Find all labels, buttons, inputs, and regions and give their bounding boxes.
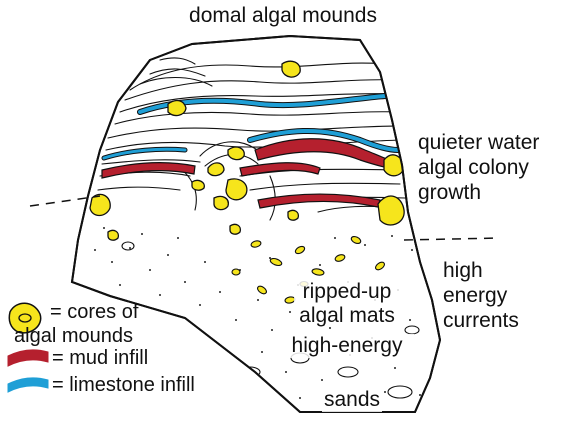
legend-limestone-label: = limestone infill (52, 374, 195, 396)
legend-mud-label: = mud infill (52, 347, 148, 369)
legend-cores-line-1: = cores of (50, 301, 139, 323)
label-high-energy-currents-2: energy (443, 284, 508, 307)
legend: = cores of algal mounds = mud infill = l… (8, 301, 195, 396)
label-sands: sands (324, 388, 380, 411)
label-ripped-up-2: algal mats (299, 304, 395, 327)
label-quieter-water-1: quieter water (418, 131, 539, 154)
label-high-energy: high-energy (292, 334, 403, 357)
label-quieter-water-2: algal colony (418, 156, 529, 179)
label-quieter-water-3: growth (418, 181, 481, 204)
label-ripped-up-1: ripped-up (303, 280, 392, 303)
water-level-dashed-line-right (404, 238, 500, 240)
legend-cores-line-2: algal mounds (14, 325, 133, 347)
legend-limestone-swatch (8, 378, 48, 392)
label-high-energy-currents-3: currents (443, 309, 519, 332)
label-high-energy-currents-1: high (443, 259, 483, 282)
legend-mud-swatch (8, 350, 48, 366)
label-domal-algal-mounds: domal algal mounds (189, 4, 377, 27)
